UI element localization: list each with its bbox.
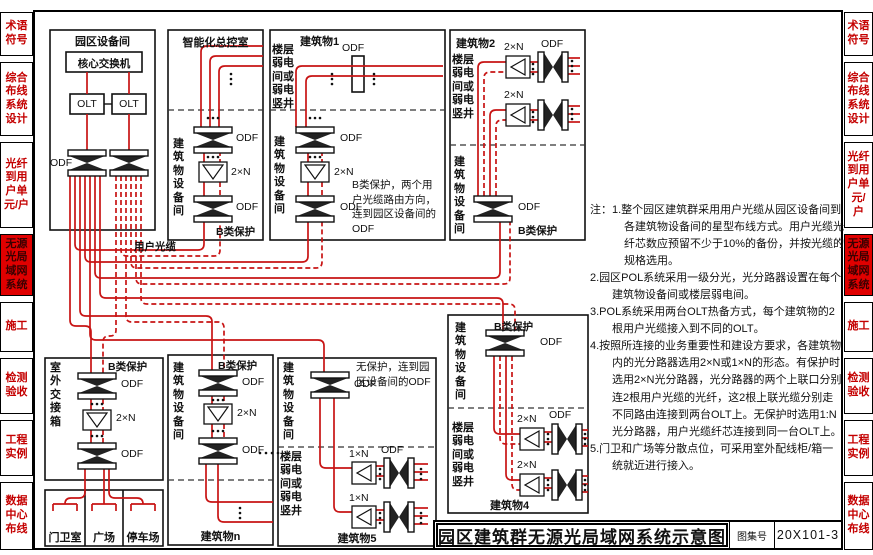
sidebar-item-terms: 术语符号: [0, 12, 33, 56]
atlas-number-value: 20X101-3: [774, 522, 841, 548]
buildingn-splitter-label: 2×N: [237, 407, 257, 419]
note-item: 3.POL系统采用两台OLT热备方式，每个建筑物的2根用户光缆接入到不同的OLT…: [590, 306, 835, 336]
optical-cables-solid: [52, 45, 588, 525]
outdoor-box-title: 室外交接箱: [50, 362, 61, 428]
guard-room-label: 门卫室: [48, 532, 82, 544]
sidebar-item-examples: 工程实例: [844, 420, 873, 476]
building2-splitter1-label: 2×N: [504, 41, 524, 53]
sidebar-item-pol-active: 无源光局域网系统: [0, 234, 33, 296]
sidebar-item-inspection: 检测验收: [844, 358, 873, 414]
building4-splitter2-label: 2×N: [517, 459, 537, 471]
drawing-title: 园区建筑群无源光局域网系统示意图: [436, 523, 728, 547]
buildingn-title: 建筑物n: [200, 531, 241, 543]
sidebar-item-terms: 术语符号: [844, 12, 873, 56]
section-dividers: [168, 109, 588, 481]
note-item: 5.门卫和广场等分散点位，可采用室外配线柜/箱一统就近进行接入。: [590, 442, 834, 472]
note-item: 2.园区POL系统采用一级分光，光分路器设置在每个建筑物设备间或楼层弱电间。: [590, 272, 842, 302]
parking-label: 停车场: [126, 532, 160, 544]
control-protection-label: B类保护: [216, 226, 256, 238]
building5-note: 无保护，连到园区设备间的ODF: [356, 361, 431, 388]
buildingn-equip-room-label: 建筑物设备间: [173, 362, 184, 442]
sidebar-item-ftth: 光纤到用户单元/户: [844, 142, 873, 228]
building1-note: B类保护，两个用户光缆路由方向，连到园区设备间的ODF: [352, 179, 436, 236]
building2-splitter2-label: 2×N: [504, 89, 524, 101]
building4-protection-label: B类保护: [494, 321, 534, 333]
control-equip-room-label: 建筑物设备间: [173, 138, 184, 218]
sidebar-item-construction: 施工: [0, 302, 33, 352]
sidebar-item-datacenter: 数据中心布线: [0, 482, 33, 550]
sidebar-item-cabling-design: 综合布线系统设计: [0, 62, 33, 136]
notes-block: 注：1.整个园区建筑群采用用户光缆从园区设备间到各建筑物设备间的星型布线方式。用…: [590, 202, 844, 475]
sidebar-item-construction: 施工: [844, 302, 873, 352]
building5-odf-top-label: ODF: [354, 378, 377, 390]
sidebar-item-pol-active: 无源光局域网系统: [844, 234, 873, 296]
left-index-sidebar: 术语符号 综合布线系统设计 光纤到用户单元/户 无源光局域网系统 施工 检测验收…: [0, 12, 33, 555]
building2-equip-room-label: 建筑物设备间: [454, 156, 465, 236]
buildingn-odf1-label: ODF: [242, 376, 265, 388]
building4-equip-room-label: 建筑物设备间: [455, 322, 466, 402]
notes-prefix: 注：: [590, 204, 612, 216]
sidebar-item-inspection: 检测验收: [0, 358, 33, 414]
control-room-title: 智能化总控室: [182, 37, 249, 49]
buildingn-protection-label: B类保护: [218, 360, 258, 372]
building5-splitter2-label: 1×N: [349, 492, 369, 504]
olt2-label: OLT: [119, 98, 139, 110]
building1-title: 建筑物1: [300, 36, 340, 48]
building5-floor-shaft-label: 楼层弱电间或弱电竖井: [280, 451, 302, 517]
building1-floor-odf-label: ODF: [342, 42, 365, 54]
building4-row-odf-label: ODF: [549, 409, 572, 421]
sidebar-item-ftth: 光纤到用户单元/户: [0, 142, 33, 228]
campus-room-title: 园区设备间: [75, 36, 130, 48]
outdoor-protection-label: B类保护: [108, 361, 148, 373]
building2-floor-shaft-label: 楼层弱电间或弱电竖井: [452, 54, 474, 120]
plaza-label: 广场: [93, 532, 115, 544]
building2-odf-bottom-label: ODF: [518, 201, 541, 213]
outdoor-splitter-label: 2×N: [116, 412, 136, 424]
building5-row-odf-label: ODF: [381, 444, 404, 456]
right-index-sidebar: 术语符号 综合布线系统设计 光纤到用户单元/户 无源光局域网系统 施工 检测验收…: [844, 12, 873, 555]
building4-odf-top-label: ODF: [540, 336, 563, 348]
optical-cables-dashed: [102, 71, 520, 491]
building1-floor-shaft-label: 楼层弱电间或弱电竖井: [272, 44, 294, 110]
ellipsis-dots: [90, 59, 587, 525]
building5-splitter1-label: 1×N: [349, 448, 369, 460]
building4-title: 建筑物4: [490, 500, 530, 512]
note-item: 注：1.整个园区建筑群采用用户光缆从园区设备间到各建筑物设备间的星型布线方式。用…: [590, 204, 845, 268]
building5-equip-room-label: 建筑物设备间: [283, 362, 294, 442]
atlas-number-label: 图集号: [729, 522, 774, 548]
drawing-title-bar: 园区建筑群无源光局域网系统示意图 图集号 20X101-3: [433, 520, 843, 550]
building4-floor-shaft-label: 楼层弱电间或弱电竖井: [452, 422, 474, 488]
building1-splitter-label: 2×N: [334, 166, 354, 178]
campus-odf-label: ODF: [50, 157, 73, 169]
sidebar-item-cabling-design: 综合布线系统设计: [844, 62, 873, 136]
control-odf2-label: ODF: [236, 201, 259, 213]
control-odf1-label: ODF: [236, 132, 259, 144]
note-item: 4.按照所连接的业务重要性和建设方要求，各建筑物内的光分路器选用2×N或1×N的…: [590, 340, 842, 438]
control-splitter-label: 2×N: [231, 166, 251, 178]
building5-title: 建筑物5: [337, 533, 377, 545]
outdoor-odf2-label: ODF: [121, 448, 144, 460]
buildingn-odf2-label: ODF: [242, 444, 265, 456]
building4-splitter1-label: 2×N: [517, 413, 537, 425]
building1-equip-room-label: 建筑物设备间: [274, 136, 285, 216]
building2-protection-label: B类保护: [518, 225, 558, 237]
user-cable-label: 用户光缆: [134, 241, 176, 253]
building2-title: 建筑物2: [456, 38, 496, 50]
core-switch-label: 核心交换机: [77, 58, 131, 70]
olt1-label: OLT: [77, 98, 97, 110]
building2-odf1-label: ODF: [541, 38, 564, 50]
building1-odf2-label: ODF: [340, 201, 363, 213]
sidebar-item-examples: 工程实例: [0, 420, 33, 476]
sidebar-item-datacenter: 数据中心布线: [844, 482, 873, 550]
outdoor-odf1-label: ODF: [121, 378, 144, 390]
building1-odf1-label: ODF: [340, 132, 363, 144]
